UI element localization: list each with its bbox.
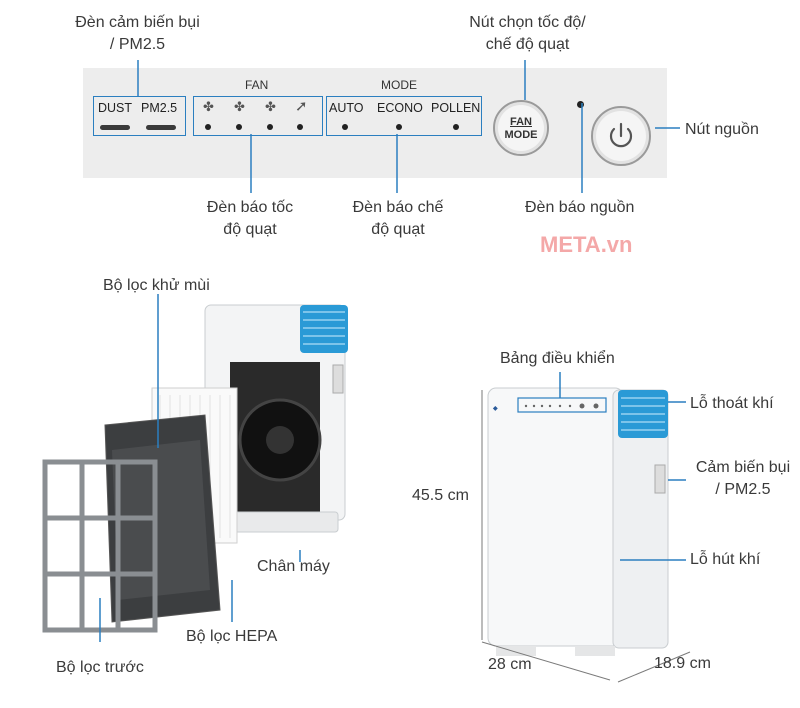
air-outlet-label: Lỗ thoát khí xyxy=(690,395,774,412)
mode-light-label: Đèn báo chế độ quạt xyxy=(352,199,444,238)
pm25-text: PM2.5 xyxy=(141,101,178,115)
fan-speed-2-light xyxy=(236,124,242,130)
pm25-indicator-bar xyxy=(146,125,176,130)
mode-button-text: MODE xyxy=(504,129,538,141)
dust-sensor-light-label: Đèn cảm biến bụi / PM2.5 xyxy=(75,14,200,53)
height-dimension: 45.5 cm xyxy=(412,487,469,504)
fan-button-text: FAN xyxy=(510,116,532,128)
fan-mode-button[interactable]: FAN MODE xyxy=(493,100,549,156)
power-button[interactable] xyxy=(591,106,651,166)
fan-speed-2-icon: ✤ xyxy=(234,99,245,114)
control-panel-label: Bảng điều khiển xyxy=(500,350,615,367)
power-light xyxy=(577,101,584,108)
brand-logo: META.vn xyxy=(540,232,633,257)
dust-group xyxy=(93,96,186,136)
turbo-icon: ➚ xyxy=(295,98,308,115)
power-icon xyxy=(609,122,633,148)
dust-sensor-label: Cảm biến bụi / PM2.5 xyxy=(695,459,791,498)
fan-speed-light-label: Đèn báo tốc độ quạt xyxy=(206,199,294,238)
fan-speed-1-light xyxy=(205,124,211,130)
base-label: Chân máy xyxy=(257,558,330,575)
pre-filter-label: Bộ lọc trước xyxy=(56,659,144,676)
econo-light xyxy=(396,124,402,130)
power-light-label: Đèn báo nguồn xyxy=(525,199,635,216)
exploded-view xyxy=(42,294,348,642)
auto-text: AUTO xyxy=(329,101,364,115)
svg-text:◆: ◆ xyxy=(492,405,498,412)
speed-mode-button-label: Nút chọn tốc độ/ chế độ quạt xyxy=(469,14,586,53)
pollen-light xyxy=(453,124,459,130)
dust-text: DUST xyxy=(98,101,133,115)
fan-speed-3-icon: ✤ xyxy=(265,99,276,114)
turbo-light xyxy=(297,124,303,130)
fan-speed-3-light xyxy=(267,124,273,130)
width-dimension: 28 cm xyxy=(488,656,532,673)
fan-header: FAN xyxy=(245,78,269,92)
power-button-label: Nút nguồn xyxy=(685,121,759,138)
mode-group xyxy=(326,96,482,136)
fan-group xyxy=(193,96,323,136)
mode-header: MODE xyxy=(381,78,417,92)
hepa-filter-label: Bộ lọc HEPA xyxy=(186,628,278,645)
fan-speed-1-icon: ✤ xyxy=(203,99,214,114)
pollen-text: POLLEN xyxy=(431,101,481,115)
depth-dimension: 18.9 cm xyxy=(654,655,711,672)
assembled-unit: ◆ xyxy=(481,372,691,683)
air-inlet-label: Lỗ hút khí xyxy=(690,551,761,568)
dust-indicator-bar xyxy=(100,125,130,130)
econo-text: ECONO xyxy=(377,101,423,115)
auto-light xyxy=(342,124,348,130)
control-panel: DUST PM2.5 FAN ✤ ✤ ✤ ➚ MODE AUTO ECONO P… xyxy=(83,68,667,178)
deodorizing-filter-label: Bộ lọc khử mùi xyxy=(103,277,210,294)
